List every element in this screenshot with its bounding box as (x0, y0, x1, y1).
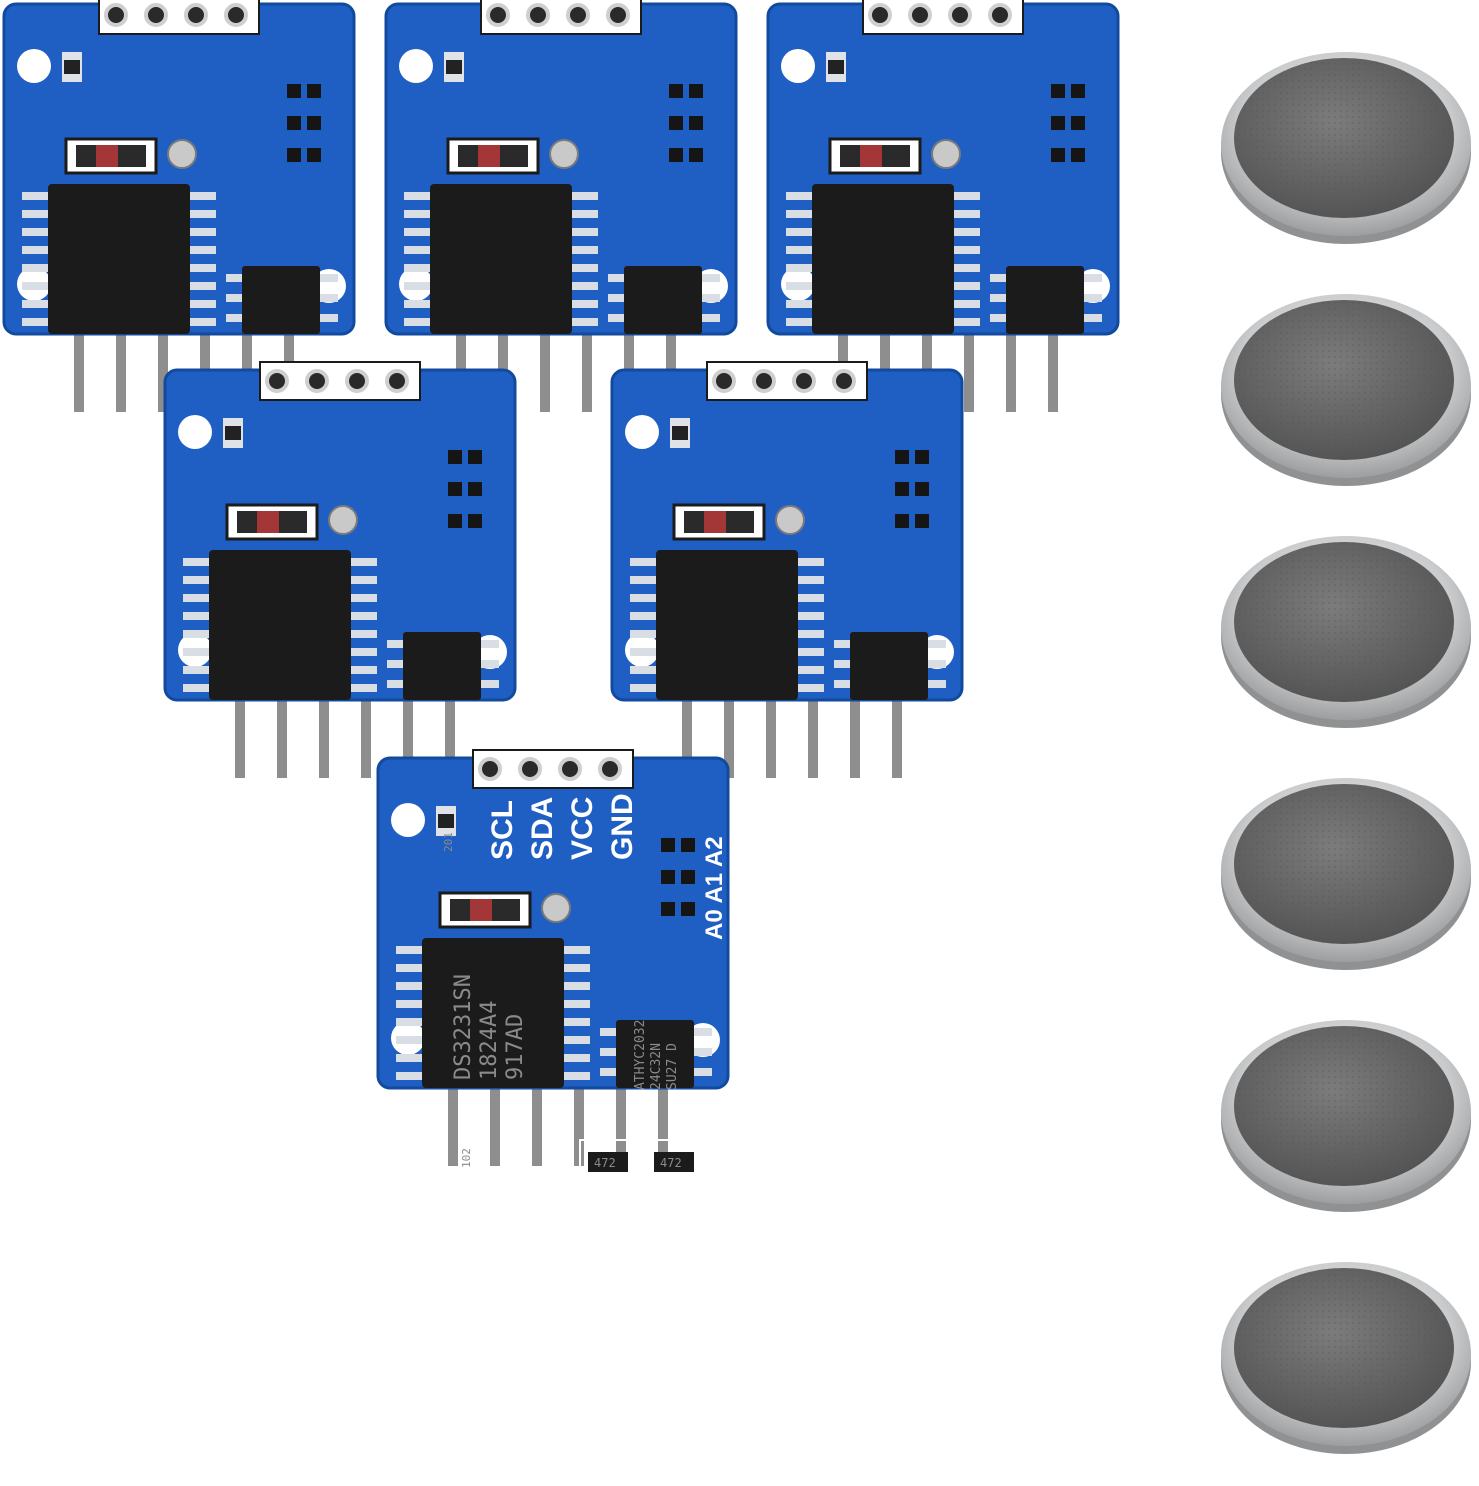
bottom-pin-label-1: 32K (440, 1275, 473, 1330)
battery-column (1221, 52, 1471, 1454)
rtc-module-5 (610, 360, 964, 780)
rtc-module-4 (163, 360, 517, 780)
rtc-chip-line-3: 917AD (503, 1014, 528, 1080)
top-pin-label-2: SDA (526, 797, 559, 860)
coin-cell-battery-icon (1221, 1020, 1471, 1212)
bottom-pin-label-3: SCL (524, 1270, 557, 1330)
coin-cell-battery-icon (1221, 536, 1471, 728)
bottom-pin-label-5: VCC (608, 1267, 641, 1330)
coin-cell-battery-icon (1221, 778, 1471, 970)
power-label: POWER (384, 1117, 409, 1200)
bottom-pin-label-2: SQW (482, 1258, 515, 1330)
eeprom-line-2: 24C32N (649, 1043, 664, 1090)
rtc-module-1 (2, 0, 356, 414)
array-code-2: 472 (660, 1156, 682, 1170)
coin-cell-battery-icon (1221, 52, 1471, 244)
array-code-1: 472 (594, 1156, 616, 1170)
rtc-module-2 (384, 0, 738, 414)
eeprom-line-3: SU27 D (665, 1043, 680, 1090)
rtc-chip-line-2: 1824A4 (477, 1001, 502, 1080)
rtc-module-3 (766, 0, 1120, 414)
rtc-chip-line-1: DS3231SN (451, 974, 476, 1080)
resistor-code-2: 102 (460, 1148, 473, 1168)
eeprom-line-1: ATHYC2032 (633, 1020, 648, 1090)
resistor-code: 201 (442, 832, 455, 852)
board-id-label: HW-084 (687, 1257, 718, 1360)
top-pin-label-4: GND (606, 793, 639, 860)
coin-cell-battery-icon (1221, 1262, 1471, 1454)
bottom-pin-label-6: GND (650, 1263, 683, 1330)
bottom-pin-label-4: SDA (566, 1267, 599, 1330)
module-labels: SCL SDA VCC GND A0 A1 A2 DS3231SN 1824A4… (384, 793, 728, 1360)
coin-cell-battery-icon (1221, 294, 1471, 486)
address-label: A0 A1 A2 (701, 836, 728, 940)
top-pin-label-1: SCL (486, 800, 519, 860)
top-pin-label-3: VCC (566, 797, 599, 860)
